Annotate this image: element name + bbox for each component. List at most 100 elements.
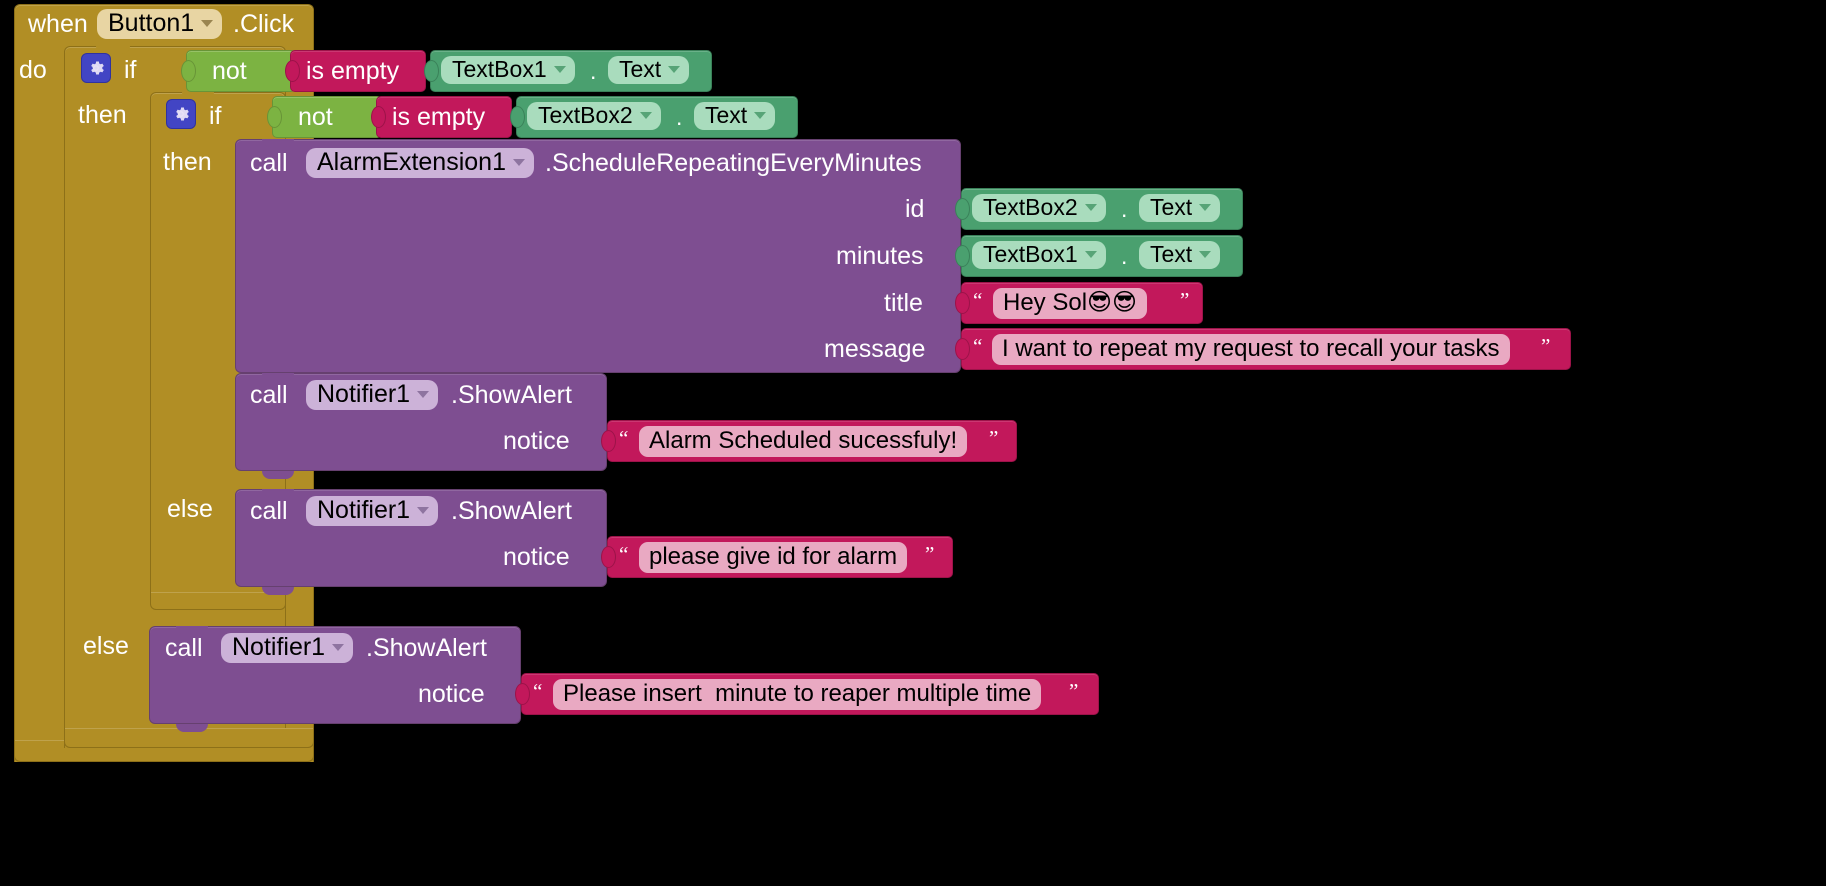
alarm-param-minutes-property-dropdown[interactable]: Text <box>1139 241 1221 269</box>
alert-noid-top-notch <box>262 489 294 497</box>
outer-if-mutator-gear-icon[interactable] <box>81 53 111 83</box>
chevron-down-icon[interactable] <box>512 159 525 166</box>
inner-getter-component-dropdown[interactable]: TextBox2 <box>527 102 661 130</box>
chevron-down-icon[interactable] <box>754 112 767 119</box>
alert-nomin-close-quote: ” <box>1069 679 1079 703</box>
alert-success-bottom-notch <box>262 471 294 479</box>
alert-success-top-notch <box>262 373 294 381</box>
alert-nomin-call-label: call <box>165 634 203 662</box>
alert-nomin-bottom-notch <box>176 724 208 732</box>
alarm-param-id-property-dropdown[interactable]: Text <box>1139 194 1221 222</box>
alarm-call-top-notch <box>262 139 294 147</box>
alarm-param-id-component-label: TextBox2 <box>983 194 1078 220</box>
alarm-param-minutes-plug <box>955 242 970 268</box>
inner-getter-dot: . <box>676 104 683 130</box>
alert-nomin-value[interactable]: Please insert minute to reaper multiple … <box>553 679 1042 710</box>
alert-nomin-plug <box>515 680 530 706</box>
alarm-param-title-value[interactable]: Hey Sol😎😎 <box>993 288 1148 319</box>
event-name-label: .Click <box>233 10 295 38</box>
event-component-label: Button1 <box>108 9 195 37</box>
call-alarmextension1-schedulerepeatingeveryminutes[interactable] <box>235 139 961 373</box>
alert-nomin-open-quote: “ <box>533 679 543 703</box>
chevron-down-icon[interactable] <box>417 507 430 514</box>
inner-if-else-label: else <box>167 495 213 523</box>
outer-if-label: if <box>124 56 137 84</box>
outer-getter-property-dropdown[interactable]: Text <box>608 56 690 84</box>
event-do-label: do <box>19 56 47 84</box>
alarm-param-id-plug <box>955 195 970 221</box>
chevron-down-icon[interactable] <box>553 66 566 73</box>
inner-if-then-label: then <box>163 148 212 176</box>
chevron-down-icon[interactable] <box>1084 251 1097 258</box>
outer-getter-dot: . <box>590 58 597 84</box>
alarm-param-minutes-property-label: Text <box>1150 241 1193 267</box>
alert-noid-value[interactable]: please give id for alarm <box>639 542 908 573</box>
outer-if-then-label: then <box>78 101 127 129</box>
alert-nomin-component-label: Notifier1 <box>232 633 326 661</box>
alarm-call-label: call <box>250 149 288 177</box>
outer-not-block[interactable] <box>186 50 296 92</box>
event-component-dropdown[interactable]: Button1 <box>97 9 223 39</box>
chevron-down-icon[interactable] <box>1199 251 1212 258</box>
alert-success-plug <box>601 427 616 453</box>
alarm-param-minutes-dot: . <box>1121 243 1128 269</box>
alarm-param-id-component-dropdown[interactable]: TextBox2 <box>972 194 1106 222</box>
inner-not-plug <box>267 103 282 129</box>
alert-noid-close-quote: ” <box>925 542 935 566</box>
outer-getter-property-label: Text <box>619 56 662 82</box>
alarm-call-method-label: .ScheduleRepeatingEveryMinutes <box>545 149 922 177</box>
chevron-down-icon[interactable] <box>639 112 652 119</box>
inner-not-label: not <box>298 103 333 131</box>
outer-if-header-notch <box>96 46 130 54</box>
outer-getter-plug <box>424 57 439 83</box>
alert-noid-component-label: Notifier1 <box>317 496 411 524</box>
alarm-param-title-label: title <box>884 289 923 317</box>
alert-success-call-label: call <box>250 381 288 409</box>
chevron-down-icon[interactable] <box>201 20 214 27</box>
inner-getter-component-label: TextBox2 <box>538 102 633 128</box>
alarm-param-id-label: id <box>905 195 925 223</box>
alert-noid-param-label: notice <box>503 543 570 571</box>
outer-is-empty-block[interactable] <box>290 50 426 92</box>
inner-is-empty-plug <box>371 103 386 129</box>
alarm-call-component-label: AlarmExtension1 <box>317 148 506 176</box>
inner-is-empty-block[interactable] <box>376 96 512 138</box>
chevron-down-icon[interactable] <box>668 66 681 73</box>
alert-nomin-component-dropdown[interactable]: Notifier1 <box>221 633 354 663</box>
alert-noid-component-dropdown[interactable]: Notifier1 <box>306 496 439 526</box>
inner-if-mutator-gear-icon[interactable] <box>166 99 196 129</box>
alert-noid-open-quote: “ <box>619 542 629 566</box>
inner-getter-property-dropdown[interactable]: Text <box>694 102 776 130</box>
inner-if-footer <box>150 592 286 610</box>
alert-success-component-label: Notifier1 <box>317 380 411 408</box>
alert-success-component-dropdown[interactable]: Notifier1 <box>306 380 439 410</box>
alert-noid-bottom-notch <box>262 587 294 595</box>
alert-nomin-param-label: notice <box>418 680 485 708</box>
outer-is-empty-label: is empty <box>306 57 400 85</box>
chevron-down-icon[interactable] <box>332 644 345 651</box>
alarm-param-id-property-label: Text <box>1150 194 1193 220</box>
alert-success-close-quote: ” <box>989 426 999 450</box>
alarm-param-minutes-component-dropdown[interactable]: TextBox1 <box>972 241 1106 269</box>
alarm-param-title-plug <box>955 289 970 315</box>
chevron-down-icon[interactable] <box>1199 204 1212 211</box>
outer-not-plug <box>181 57 196 83</box>
alert-success-value[interactable]: Alarm Scheduled sucessfuly! <box>639 426 968 457</box>
outer-getter-component-dropdown[interactable]: TextBox1 <box>441 56 575 84</box>
chevron-down-icon[interactable] <box>1084 204 1097 211</box>
chevron-down-icon[interactable] <box>417 391 430 398</box>
alarm-param-message-value[interactable]: I want to repeat my request to recall yo… <box>992 334 1510 365</box>
alert-noid-plug <box>601 543 616 569</box>
alarm-param-id-dot: . <box>1121 196 1128 222</box>
alarm-param-minutes-component-label: TextBox1 <box>983 241 1078 267</box>
inner-if-header-notch <box>182 92 214 100</box>
alarm-call-component-dropdown[interactable]: AlarmExtension1 <box>306 148 534 178</box>
alarm-param-title-open-quote: “ <box>973 288 983 312</box>
alarm-param-message-plug <box>955 335 970 361</box>
alert-nomin-top-notch <box>176 626 208 634</box>
alarm-param-message-close-quote: ” <box>1541 334 1551 358</box>
outer-getter-component-label: TextBox1 <box>452 56 547 82</box>
alert-success-method-label: .ShowAlert <box>451 381 572 409</box>
event-when-label: when <box>28 10 88 38</box>
